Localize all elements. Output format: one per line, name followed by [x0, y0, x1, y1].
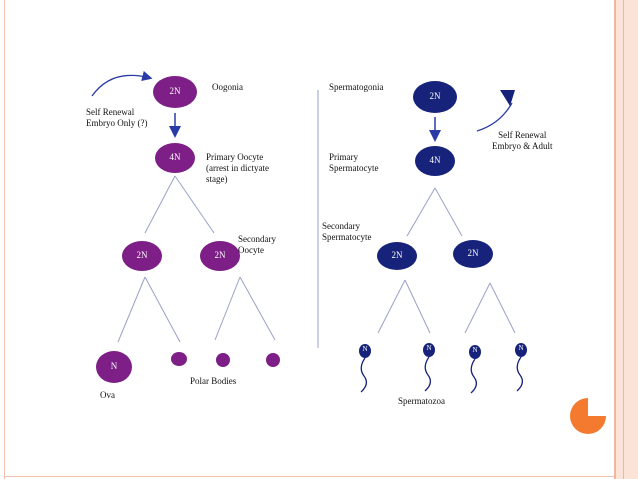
- primary-oocyte-ploidy: 4N: [169, 152, 181, 162]
- spermatogonia-self-renewal-arrowhead: [500, 90, 515, 106]
- secondary-spermatocyte-right-cell: [453, 240, 493, 268]
- frame-right-line: [614, 0, 616, 479]
- spermatozoon-3: [469, 345, 481, 394]
- primary-spermatocyte-label: Primary Spermatocyte: [329, 152, 379, 173]
- primary-oocyte-label: Primary Oocyte (arrest in dictyate stage…: [206, 152, 269, 184]
- spermatozoon-1: [359, 344, 371, 393]
- spermatogonia-ploidy: 2N: [429, 91, 441, 101]
- ova-label: Ova: [100, 390, 115, 400]
- spermatozoa-group: [359, 343, 527, 394]
- secondary-oocyte-label: Secondary Oocyte: [238, 234, 276, 255]
- spermatozoon-2-ploidy: N: [426, 344, 432, 352]
- secondary-spermatocyte-right-ploidy: 2N: [467, 248, 479, 258]
- frame-bottom-border: [4, 476, 614, 477]
- spermatozoa-label: Spermatozoa: [398, 396, 445, 406]
- secondary-spermatocyte-label: Secondary Spermatocyte: [322, 221, 372, 242]
- spermatozoon-4: [515, 343, 527, 392]
- spermatozoon-2: [423, 343, 435, 392]
- spermatogonia-self-renewal-label: Self Renewal Embryo & Adult: [492, 130, 553, 151]
- ova-ploidy: N: [110, 361, 118, 371]
- spermatozoon-3-ploidy: N: [472, 346, 478, 354]
- polar-body-1: [171, 352, 187, 366]
- ova-cell: [96, 351, 132, 383]
- secondary-oocyte-left-cell: [122, 241, 162, 271]
- polar-body-3: [266, 353, 280, 367]
- secondary-oocyte-right-ploidy: 2N: [214, 250, 226, 260]
- oogonia-self-renewal-label: Self Renewal Embryo Only (?): [86, 107, 148, 128]
- primary-spermatocyte-ploidy: 4N: [429, 155, 441, 165]
- secondary-oocyte-right-cell: [200, 241, 240, 271]
- oogonia-cell: [153, 76, 197, 108]
- secondary-spermatocyte-left-ploidy: 2N: [391, 250, 403, 260]
- accent-circle-icon: [570, 398, 606, 434]
- oogonia-ploidy: 2N: [169, 86, 181, 96]
- polar-bodies-label: Polar Bodies: [190, 376, 237, 386]
- oogonia-self-renewal-arrow: [91, 70, 153, 97]
- frame-right-line-inner: [623, 0, 624, 479]
- secondary-oocyte-left-ploidy: 2N: [136, 250, 148, 260]
- spermatogonia-label: Spermatogonia: [329, 82, 384, 92]
- spermatozoon-1-ploidy: N: [362, 345, 368, 353]
- secondary-spermatocyte-left-cell: [377, 242, 417, 270]
- spermatogonia-self-renewal-curve: [476, 102, 513, 132]
- primary-spermatocyte-cell: [415, 146, 455, 176]
- oogenesis-lines: [117, 175, 276, 343]
- spermatozoon-4-ploidy: N: [518, 344, 524, 352]
- oogonia-label: Oogonia: [212, 82, 243, 92]
- polar-body-2: [216, 353, 230, 367]
- primary-oocyte-cell: [155, 143, 195, 173]
- frame-right-band: [614, 0, 638, 479]
- spermatogenesis-lines: [377, 187, 516, 334]
- frame-left-border: [4, 0, 5, 479]
- spermatogonia-cell: [413, 81, 457, 113]
